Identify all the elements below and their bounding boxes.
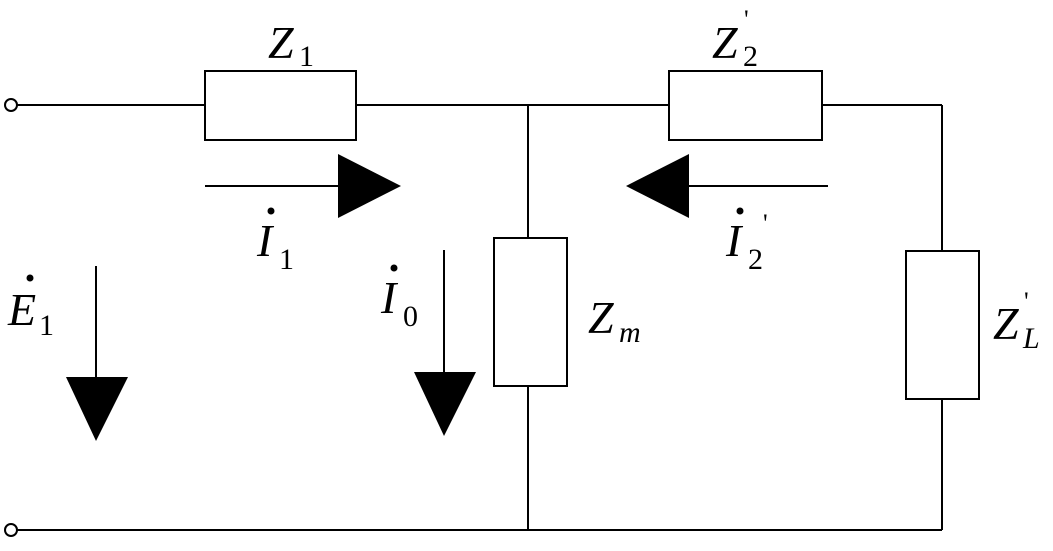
label-i0-subscript: 0 bbox=[403, 300, 418, 333]
label-i1-subscript: 1 bbox=[279, 243, 294, 276]
label-i0-symbol: I bbox=[380, 272, 399, 323]
terminal-top bbox=[4, 98, 18, 112]
label-e1-dot bbox=[26, 274, 34, 282]
label-i1-dot bbox=[267, 207, 275, 215]
label-zm-subscript: m bbox=[619, 316, 641, 349]
arrow-e1 bbox=[66, 266, 128, 441]
label-z1-symbol: Z bbox=[268, 17, 294, 68]
label-z2-symbol: Z bbox=[712, 17, 738, 68]
label-z1-subscript: 1 bbox=[299, 40, 314, 73]
label-z2: Z ' 2 bbox=[712, 5, 758, 73]
label-zl: Z ' L bbox=[993, 287, 1040, 355]
label-z2-prime: ' bbox=[744, 5, 749, 34]
arrow-i1 bbox=[205, 154, 401, 218]
label-i2-subscript: 2 bbox=[748, 243, 763, 276]
label-i2-prime: ' bbox=[763, 209, 768, 238]
label-i0: I 0 bbox=[380, 264, 418, 333]
label-i2-dot bbox=[736, 207, 744, 215]
label-i1-symbol: I bbox=[256, 215, 275, 266]
impedance-zm-box bbox=[493, 237, 568, 387]
label-zl-symbol: Z bbox=[993, 298, 1019, 349]
label-i2: I ' 2 bbox=[725, 207, 768, 276]
label-zl-prime: ' bbox=[1024, 287, 1029, 316]
label-e1-symbol: E bbox=[7, 284, 36, 335]
label-zm-symbol: Z bbox=[588, 292, 614, 343]
label-i2-symbol: I bbox=[725, 215, 744, 266]
arrow-i2 bbox=[626, 154, 828, 218]
label-i0-dot bbox=[390, 264, 398, 272]
label-e1: E 1 bbox=[7, 274, 54, 342]
impedance-zl-box bbox=[905, 250, 980, 400]
label-zm: Z m bbox=[588, 292, 641, 349]
terminal-bottom bbox=[4, 523, 18, 537]
label-zl-subscript: L bbox=[1022, 322, 1040, 355]
impedance-z2-box bbox=[668, 70, 823, 141]
label-e1-subscript: 1 bbox=[39, 309, 54, 342]
impedance-z1-box bbox=[204, 70, 357, 141]
label-z1: Z 1 bbox=[268, 17, 314, 73]
arrow-i0 bbox=[414, 250, 476, 436]
label-z2-subscript: 2 bbox=[743, 40, 758, 73]
label-i1: I 1 bbox=[256, 207, 294, 276]
wires bbox=[17, 104, 943, 531]
